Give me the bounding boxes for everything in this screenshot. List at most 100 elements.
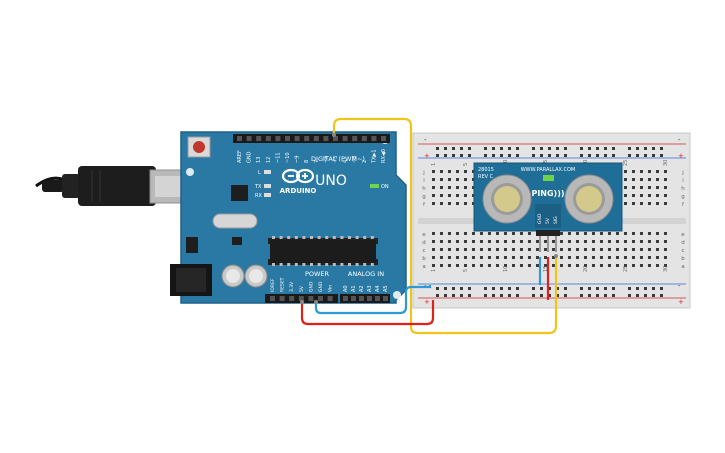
terminal-hole[interactable] xyxy=(656,264,659,267)
terminal-hole[interactable] xyxy=(640,170,643,173)
terminal-hole[interactable] xyxy=(632,186,635,189)
terminal-hole[interactable] xyxy=(456,178,459,181)
terminal-hole[interactable] xyxy=(608,256,611,259)
rail-hole[interactable] xyxy=(660,287,663,290)
rail-hole[interactable] xyxy=(612,294,615,297)
rail-hole[interactable] xyxy=(612,147,615,150)
terminal-hole[interactable] xyxy=(568,264,571,267)
digital-pin-hole[interactable] xyxy=(246,136,252,141)
terminal-hole[interactable] xyxy=(440,240,443,243)
terminal-hole[interactable] xyxy=(464,248,467,251)
analog-pin-hole[interactable] xyxy=(383,296,388,301)
rail-hole[interactable] xyxy=(452,154,455,157)
rail-hole[interactable] xyxy=(492,287,495,290)
rail-hole[interactable] xyxy=(540,147,543,150)
signal-wire[interactable] xyxy=(332,117,558,335)
terminal-hole[interactable] xyxy=(448,178,451,181)
terminal-hole[interactable] xyxy=(632,232,635,235)
terminal-hole[interactable] xyxy=(528,240,531,243)
rail-hole[interactable] xyxy=(500,287,503,290)
analog-pin-hole[interactable] xyxy=(343,296,348,301)
terminal-hole[interactable] xyxy=(632,256,635,259)
terminal-hole[interactable] xyxy=(456,186,459,189)
terminal-hole[interactable] xyxy=(640,186,643,189)
terminal-hole[interactable] xyxy=(504,256,507,259)
terminal-hole[interactable] xyxy=(504,232,507,235)
rail-hole[interactable] xyxy=(500,154,503,157)
terminal-hole[interactable] xyxy=(512,264,515,267)
rail-hole[interactable] xyxy=(492,294,495,297)
rail-hole[interactable] xyxy=(644,294,647,297)
terminal-hole[interactable] xyxy=(488,240,491,243)
terminal-hole[interactable] xyxy=(608,240,611,243)
terminal-hole[interactable] xyxy=(440,264,443,267)
rail-hole[interactable] xyxy=(604,294,607,297)
terminal-hole[interactable] xyxy=(536,240,539,243)
terminal-hole[interactable] xyxy=(472,264,475,267)
analog-pin-hole[interactable] xyxy=(359,296,364,301)
terminal-hole[interactable] xyxy=(520,256,523,259)
rail-hole[interactable] xyxy=(564,294,567,297)
terminal-hole[interactable] xyxy=(496,248,499,251)
terminal-hole[interactable] xyxy=(592,264,595,267)
terminal-hole[interactable] xyxy=(560,256,563,259)
terminal-hole[interactable] xyxy=(568,248,571,251)
terminal-hole[interactable] xyxy=(640,194,643,197)
digital-pin-hole[interactable] xyxy=(256,136,262,141)
terminal-hole[interactable] xyxy=(440,178,443,181)
rail-hole[interactable] xyxy=(500,294,503,297)
terminal-hole[interactable] xyxy=(600,256,603,259)
terminal-hole[interactable] xyxy=(592,256,595,259)
terminal-hole[interactable] xyxy=(440,256,443,259)
terminal-hole[interactable] xyxy=(432,194,435,197)
rail-hole[interactable] xyxy=(484,287,487,290)
terminal-hole[interactable] xyxy=(616,240,619,243)
rail-hole[interactable] xyxy=(468,147,471,150)
rail-hole[interactable] xyxy=(644,154,647,157)
terminal-hole[interactable] xyxy=(536,256,539,259)
rail-hole[interactable] xyxy=(548,154,551,157)
terminal-hole[interactable] xyxy=(576,256,579,259)
digital-pin-hole[interactable] xyxy=(294,136,300,141)
ping-ultrasonic-sensor[interactable]: 28015 REV C WWW.PARALLAX.COM PING))) GND… xyxy=(473,162,623,252)
terminal-hole[interactable] xyxy=(560,264,563,267)
terminal-hole[interactable] xyxy=(528,256,531,259)
rail-hole[interactable] xyxy=(596,294,599,297)
power-wire[interactable] xyxy=(300,300,435,326)
terminal-hole[interactable] xyxy=(528,248,531,251)
reset-button[interactable] xyxy=(187,136,211,158)
terminal-hole[interactable] xyxy=(464,170,467,173)
terminal-hole[interactable] xyxy=(520,248,523,251)
terminal-hole[interactable] xyxy=(664,248,667,251)
terminal-hole[interactable] xyxy=(648,256,651,259)
terminal-hole[interactable] xyxy=(648,232,651,235)
rail-hole[interactable] xyxy=(452,147,455,150)
digital-pin-hole[interactable] xyxy=(381,136,386,141)
terminal-hole[interactable] xyxy=(448,186,451,189)
terminal-hole[interactable] xyxy=(656,186,659,189)
terminal-hole[interactable] xyxy=(480,232,483,235)
rail-hole[interactable] xyxy=(652,154,655,157)
rail-hole[interactable] xyxy=(468,287,471,290)
terminal-hole[interactable] xyxy=(584,256,587,259)
terminal-hole[interactable] xyxy=(592,232,595,235)
terminal-hole[interactable] xyxy=(480,248,483,251)
terminal-hole[interactable] xyxy=(504,264,507,267)
power-pin-hole[interactable] xyxy=(289,296,295,301)
rail-hole[interactable] xyxy=(580,154,583,157)
terminal-hole[interactable] xyxy=(664,264,667,267)
terminal-hole[interactable] xyxy=(640,264,643,267)
terminal-hole[interactable] xyxy=(512,248,515,251)
analog-pin-hole[interactable] xyxy=(367,296,372,301)
terminal-hole[interactable] xyxy=(432,264,435,267)
rail-hole[interactable] xyxy=(612,287,615,290)
terminal-hole[interactable] xyxy=(656,248,659,251)
terminal-hole[interactable] xyxy=(624,178,627,181)
rail-hole[interactable] xyxy=(548,294,551,297)
terminal-hole[interactable] xyxy=(448,194,451,197)
analog-pin-hole[interactable] xyxy=(375,296,380,301)
terminal-hole[interactable] xyxy=(536,248,539,251)
terminal-hole[interactable] xyxy=(560,248,563,251)
terminal-hole[interactable] xyxy=(456,202,459,205)
